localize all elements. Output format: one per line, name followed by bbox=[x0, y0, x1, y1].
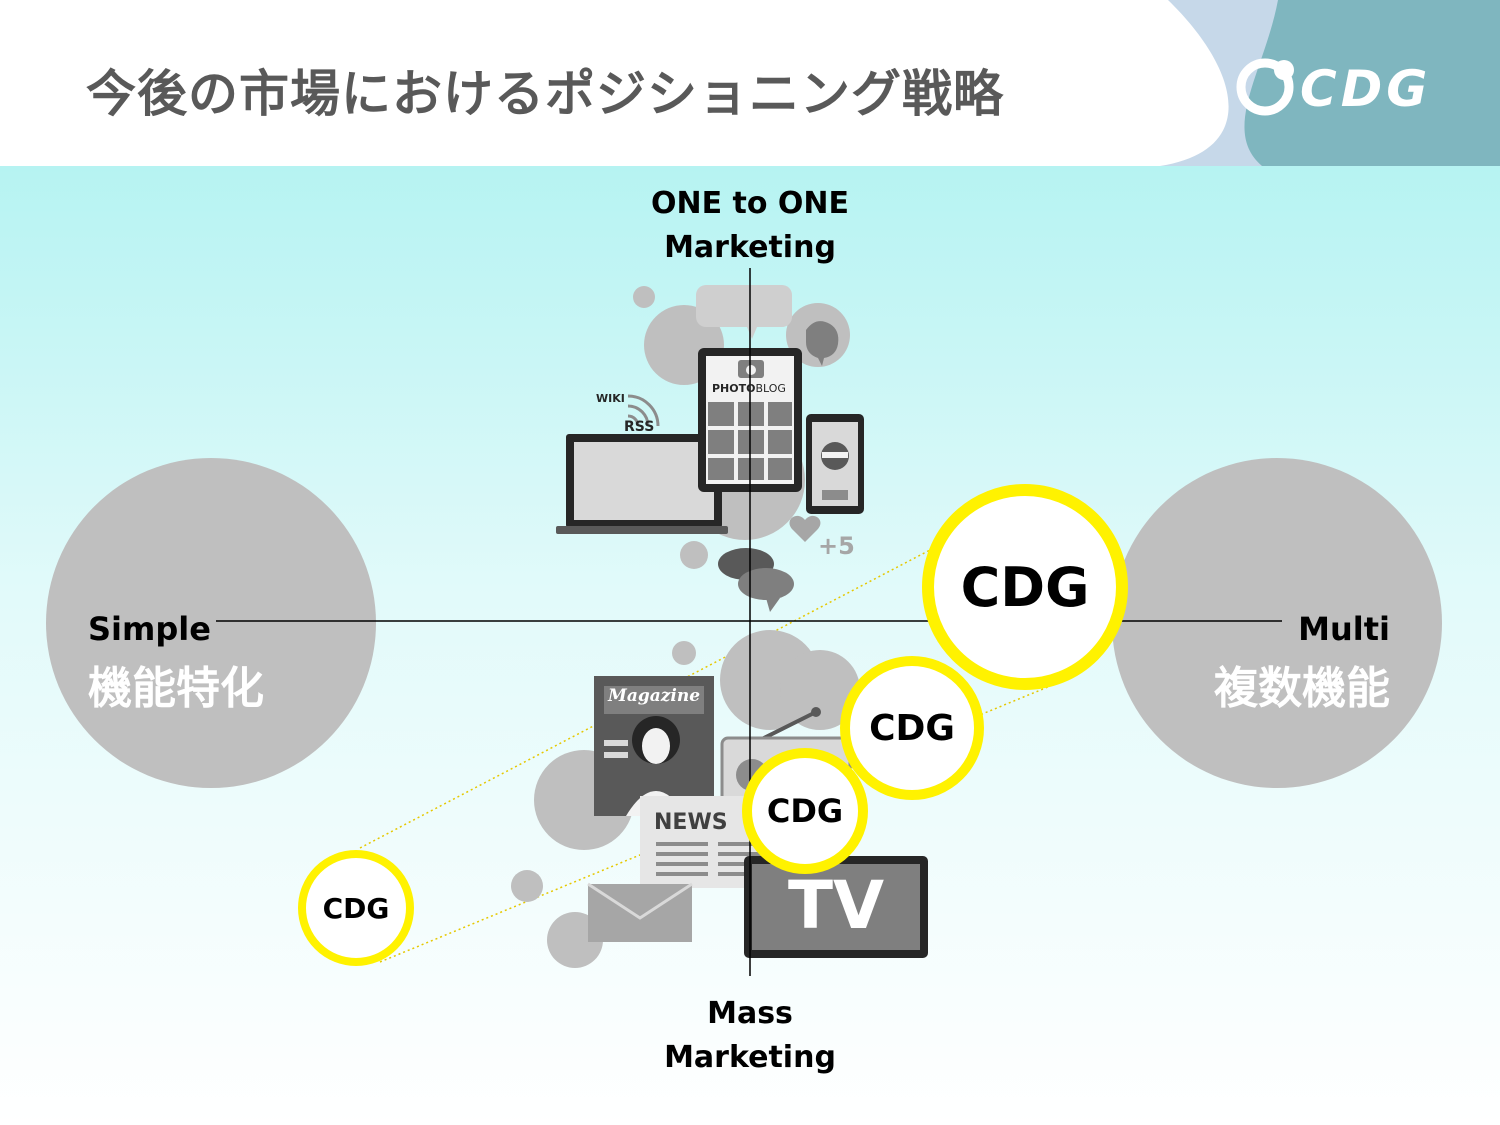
header-teal-shape bbox=[1244, 0, 1500, 166]
page-title: 今後の市場におけるポジショニング戦略 bbox=[86, 65, 1004, 123]
magazine-label: Magazine bbox=[608, 686, 701, 706]
header: 今後の市場におけるポジショニング戦略 CDG bbox=[0, 0, 1500, 166]
bird-icon bbox=[806, 321, 839, 366]
magazine-icon bbox=[594, 676, 714, 816]
axis-left-en-label: Simple bbox=[88, 610, 211, 648]
header-decoration bbox=[1160, 0, 1500, 166]
tv-icon bbox=[744, 856, 928, 958]
axis-left-jp-label: 機能特化 bbox=[88, 663, 264, 714]
plus5-label: +5 bbox=[818, 532, 855, 560]
laptop-icon bbox=[556, 434, 728, 534]
cdg-position-step2: CDG bbox=[742, 748, 868, 874]
cdg-position-target: CDG bbox=[922, 484, 1128, 690]
cdg-logo-text: CDG bbox=[1300, 60, 1432, 118]
cdg-position-current: CDG bbox=[298, 850, 414, 966]
rss-icon bbox=[627, 394, 660, 427]
smartphone-icon bbox=[806, 414, 864, 514]
simple-circle bbox=[46, 458, 376, 788]
axis-right-jp-label: 複数機能 bbox=[1214, 663, 1390, 714]
news-label: NEWS bbox=[654, 810, 728, 835]
envelope-icon bbox=[587, 882, 693, 942]
photoblog-label: PHOTOBLOG bbox=[712, 382, 786, 395]
chat-bubbles-icon bbox=[718, 548, 794, 612]
cdg-position-step3: CDG bbox=[840, 656, 984, 800]
cdg-logo-mark-icon bbox=[1236, 58, 1294, 116]
rss-label: RSS bbox=[624, 419, 655, 435]
wiki-label: WIKI bbox=[596, 392, 625, 405]
multi-circle bbox=[1112, 458, 1442, 788]
axis-right-en-label: Multi bbox=[1298, 610, 1390, 648]
tv-label: TV bbox=[787, 867, 885, 944]
